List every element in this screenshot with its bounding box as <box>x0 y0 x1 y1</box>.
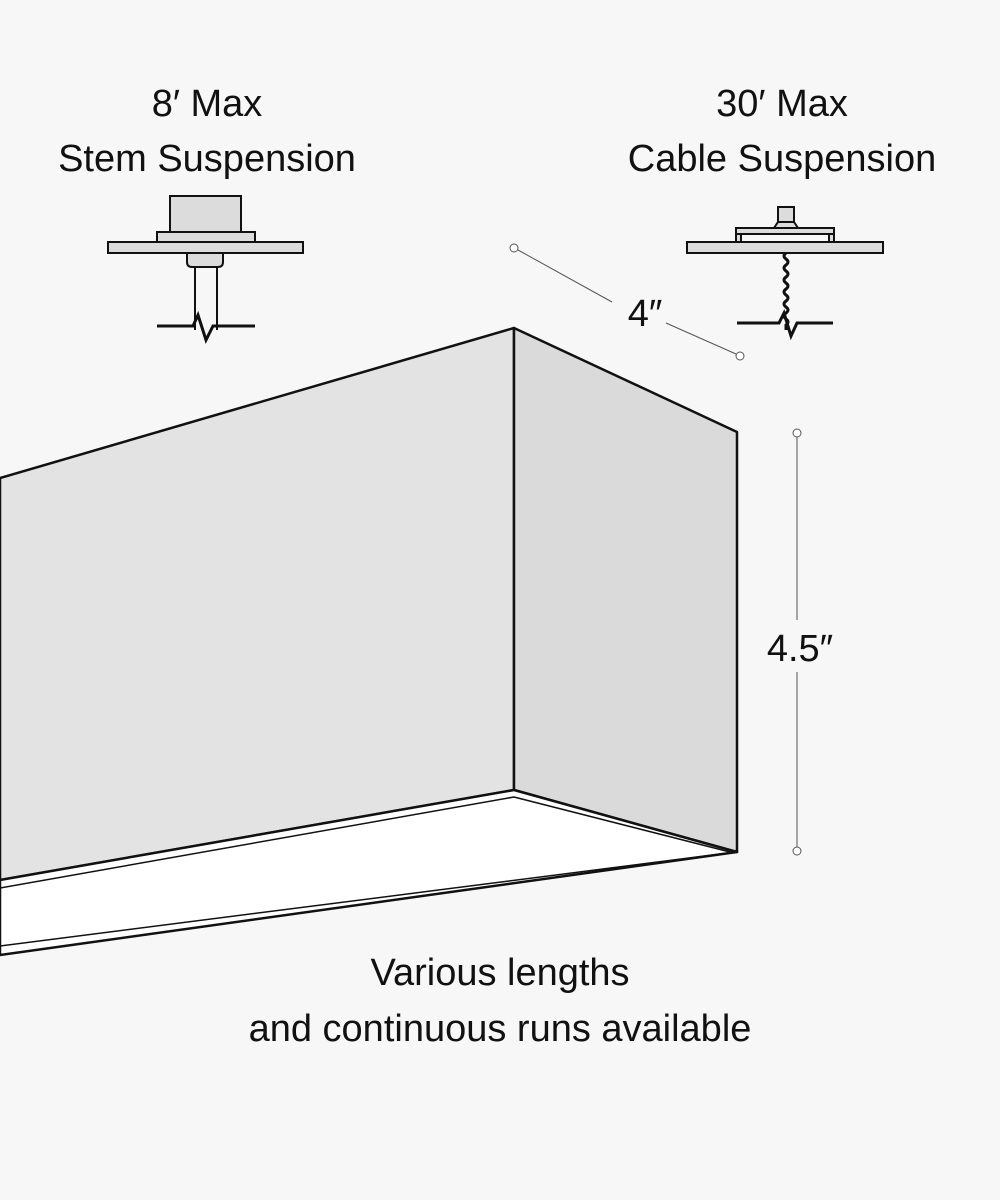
cable-suspension-label: Cable Suspension <box>627 138 937 180</box>
footer-line-2: and continuous runs available <box>248 1008 752 1050</box>
width-dimension-line <box>509 243 745 361</box>
fixture-body <box>0 326 739 957</box>
stem-mount-icon <box>107 195 304 344</box>
light-lens <box>0 788 739 957</box>
cable-mount-icon <box>686 206 884 341</box>
width-dimension-label: 4″ <box>627 293 663 335</box>
stem-max-label: 8′ Max <box>151 83 263 125</box>
cable-max-label: 30′ Max <box>716 83 848 125</box>
stem-suspension-label: Stem Suspension <box>58 138 356 180</box>
footer-line-1: Various lengths <box>370 952 630 994</box>
height-dimension-line <box>792 428 802 856</box>
height-dimension-label: 4.5″ <box>766 628 834 670</box>
